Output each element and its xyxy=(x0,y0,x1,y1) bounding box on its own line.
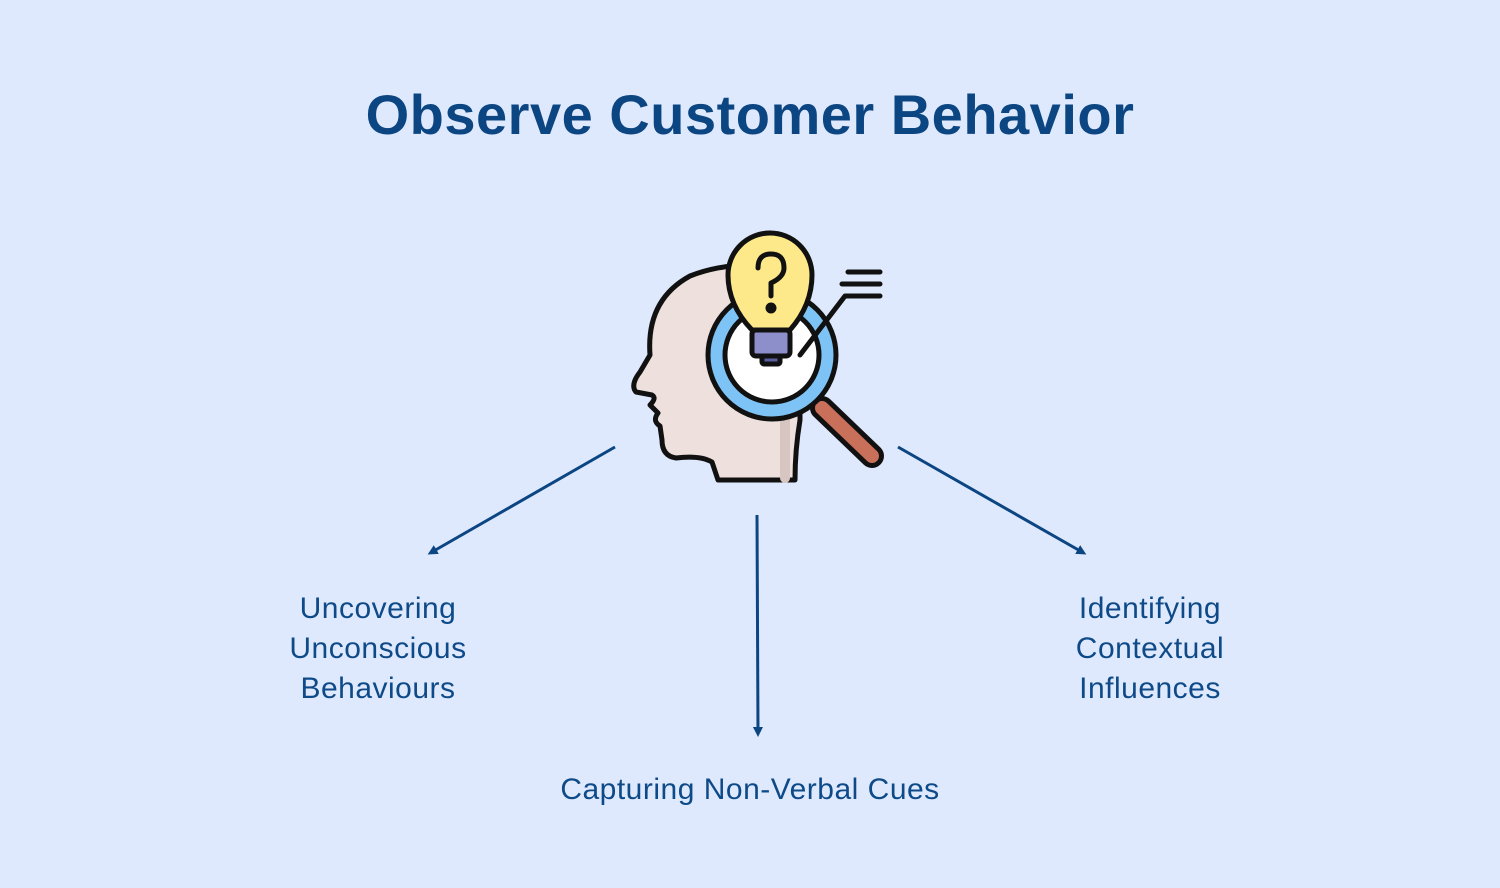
branch-label-contextual-influences: Identifying Contextual Influences xyxy=(1000,589,1300,709)
arrow-right xyxy=(897,445,1087,555)
page-title: Observe Customer Behavior xyxy=(365,83,1135,146)
head-with-lightbulb-magnifier-icon xyxy=(631,230,884,483)
label-line: Identifying xyxy=(1078,592,1222,625)
label-line: Unconscious xyxy=(289,632,467,665)
label-line: Contextual xyxy=(1075,632,1225,665)
branch-label-non-verbal-cues: Capturing Non-Verbal Cues xyxy=(450,770,1050,810)
branch-label-unconscious-behaviours: Uncovering Unconscious Behaviours xyxy=(228,589,528,709)
arrow-left xyxy=(427,445,616,555)
label-line: Capturing Non-Verbal Cues xyxy=(560,773,940,806)
label-line: Influences xyxy=(1079,672,1221,705)
arrow-down xyxy=(752,514,763,737)
label-line: Behaviours xyxy=(300,672,456,705)
label-line: Uncovering xyxy=(299,592,457,625)
question-mark xyxy=(755,251,787,299)
